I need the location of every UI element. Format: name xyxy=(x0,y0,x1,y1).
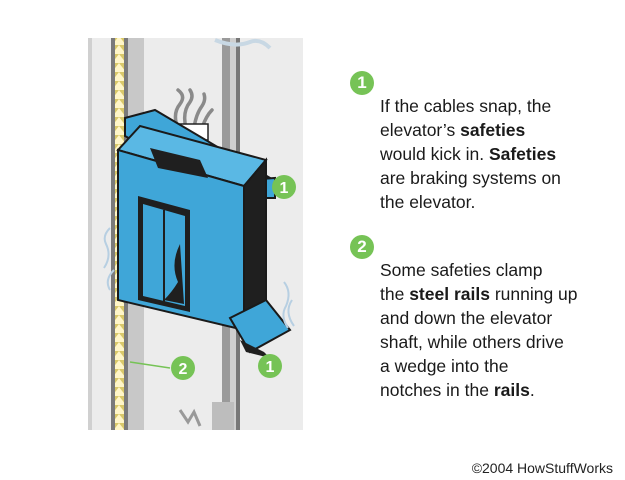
marker-2: 2 xyxy=(171,356,195,380)
callout-list: 1 If the cables snap, the elevator’s saf… xyxy=(350,70,620,422)
callout-1-segment: If the cables snap, the elevator’s xyxy=(380,96,552,140)
leader-line-2 xyxy=(129,361,171,369)
elevator-safety-illustration: 1 1 2 xyxy=(88,38,303,430)
marker-2-label: 2 xyxy=(179,361,188,378)
callout-2: 2 Some safeties clamp the steel rails ru… xyxy=(350,234,620,402)
bottom-safety-bracket xyxy=(228,298,292,358)
top-wisps xyxy=(214,38,272,50)
marker-1-top: 1 xyxy=(272,175,296,199)
callout-1-number: 1 xyxy=(350,71,374,95)
shaft-left-edge xyxy=(88,38,92,430)
callout-1-term-safeties: safeties xyxy=(460,120,526,140)
spark-wisps xyxy=(103,227,295,329)
callout-2-term-steel-rails: steel rails xyxy=(409,284,490,304)
callout-1: 1 If the cables snap, the elevator’s saf… xyxy=(350,70,620,214)
marker-1-bottom-label: 1 xyxy=(266,359,275,376)
marker-1-bottom: 1 xyxy=(258,354,282,378)
callout-2-number: 2 xyxy=(350,235,374,259)
bottom-fragments xyxy=(178,402,234,430)
callout-2-segment: Some safeties clamp the xyxy=(380,260,543,304)
callout-2-segment: . xyxy=(529,380,535,400)
copyright-credit: ©2004 HowStuffWorks xyxy=(471,460,613,476)
elevator-door xyxy=(138,196,190,312)
callout-1-segment: would kick in. xyxy=(380,144,485,164)
callout-1-term-safeties-def: Safeties xyxy=(488,144,557,164)
callout-2-term-rails: rails xyxy=(493,380,530,400)
callout-1-segment: are braking systems on the elevator. xyxy=(380,168,561,212)
marker-1-top-label: 1 xyxy=(280,180,289,197)
callout-2-text: Some safeties clamp the steel rails runn… xyxy=(380,234,620,402)
callout-1-text: If the cables snap, the elevator’s safet… xyxy=(380,70,620,214)
callout-2-segment: running up and down the elevator shaft, … xyxy=(380,284,578,400)
